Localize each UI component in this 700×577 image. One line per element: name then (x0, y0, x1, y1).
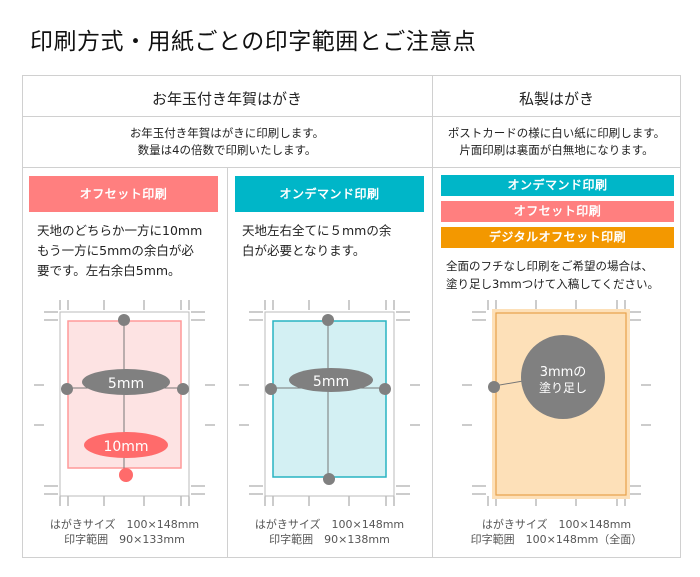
shisei-edge-marker (488, 381, 500, 393)
ondemand-margin-label: 5mm (313, 374, 349, 390)
ondemand-spec: はがきサイズ 100×148mm 印字範囲 90×138mm (227, 517, 432, 547)
shisei-spec: はがきサイズ 100×148mm 印字範囲 100×148mm（全面） (432, 517, 681, 547)
shisei-spec-card-size: はがきサイズ 100×148mm (481, 518, 632, 531)
shisei-bleed-badge (521, 335, 605, 419)
offset-left-marker (61, 383, 73, 395)
offset-top-marker (118, 314, 130, 326)
page-title: 印刷方式・用紙ごとの印字範囲とご注意点 (30, 29, 477, 55)
nenga-note: お年玉付き年賀はがきに印刷します。 数量は4の倍数で印刷いたします。 (22, 125, 432, 159)
ondemand-spec-card-size: はがきサイズ 100×148mm (254, 518, 405, 531)
shisei-badge-ondemand-label: オンデマンド印刷 (507, 178, 608, 192)
ondemand-description-line-2: 白が必要となります。 (242, 243, 366, 258)
offset-margin-badge-5mm (82, 369, 170, 395)
shisei-spec-print-range: 印字範囲 100×148mm（全面） (470, 533, 643, 546)
offset-margin-label-10mm: 10mm (103, 439, 148, 455)
shisei-note-line-2: 片面印刷は裏面が白無地になります。 (459, 143, 654, 157)
column-divider (432, 75, 433, 558)
table-frame (22, 75, 681, 558)
panel-divider (227, 167, 228, 558)
shisei-description: 全面のフチなし印刷をご希望の場合は、 塗り足し3mmつけて入稿してください。 (446, 257, 678, 293)
offset-description-line-2: もう一方に5mmの余白が必 (37, 243, 194, 258)
offset-margin-label-5mm: 5mm (108, 376, 144, 392)
offset-spec: はがきサイズ 100×148mm 印字範囲 90×133mm (22, 517, 227, 547)
ondemand-right-marker (379, 383, 391, 395)
offset-spec-card-size: はがきサイズ 100×148mm (49, 518, 200, 531)
column-header-shisei: 私製はがき (518, 90, 594, 108)
ondemand-spec-print-range: 印字範囲 90×138mm (269, 533, 390, 546)
offset-crop-marks (34, 300, 215, 506)
offset-description-line-1: 天地のどちらか一方に10mm (37, 223, 203, 238)
ondemand-left-marker (265, 383, 277, 395)
column-header-nenga: お年玉付き年賀はがき (151, 90, 302, 108)
ondemand-margin-badge (289, 368, 373, 392)
shisei-note: ポストカードの様に白い紙に印刷します。 片面印刷は裏面が白無地になります。 (432, 125, 681, 159)
shisei-bleed-label-line-1: 3mmの (540, 365, 587, 380)
offset-description-line-3: 要です。左右余白5mm。 (37, 263, 181, 278)
shisei-diagram: 3mmの 塗り足し (462, 300, 651, 506)
offset-badge: オフセット印刷 (29, 176, 218, 212)
shisei-badge-digital-offset: デジタルオフセット印刷 (441, 227, 674, 248)
offset-spec-print-range: 印字範囲 90×133mm (64, 533, 185, 546)
offset-right-marker (177, 383, 189, 395)
nenga-note-line-2: 数量は4の倍数で印刷いたします。 (137, 143, 317, 157)
shisei-note-line-1: ポストカードの様に白い紙に印刷します。 (447, 126, 666, 140)
ondemand-bottom-marker (323, 473, 335, 485)
shisei-badge-digital-offset-label: デジタルオフセット印刷 (488, 230, 627, 244)
ondemand-diagram: 5mm (239, 300, 420, 506)
ondemand-top-marker (322, 314, 334, 326)
header-divider (22, 116, 681, 117)
offset-description: 天地のどちらか一方に10mm もう一方に5mmの余白が必 要です。左右余白5mm… (37, 221, 223, 281)
offset-diagram: 5mm 10mm (34, 300, 215, 506)
shisei-description-line-1: 全面のフチなし印刷をご希望の場合は、 (446, 259, 653, 273)
ondemand-description-line-1: 天地左右全てに５mmの余 (242, 223, 392, 238)
offset-bottom-marker (119, 468, 133, 482)
shisei-badge-offset-label: オフセット印刷 (513, 204, 602, 218)
shisei-badge-ondemand: オンデマンド印刷 (441, 175, 674, 196)
note-divider (22, 167, 681, 168)
ondemand-badge: オンデマンド印刷 (235, 176, 424, 212)
ondemand-print-area (272, 320, 387, 478)
ondemand-crop-marks (239, 300, 420, 506)
ondemand-badge-label: オンデマンド印刷 (279, 187, 380, 201)
shisei-badge-offset: オフセット印刷 (441, 201, 674, 222)
nenga-note-line-1: お年玉付き年賀はがきに印刷します。 (129, 126, 325, 140)
shisei-description-line-2: 塗り足し3mmつけて入稿してください。 (446, 277, 660, 291)
shisei-card-edge (495, 312, 627, 496)
shisei-bleed-label-line-2: 塗り足し (539, 380, 587, 395)
ondemand-description: 天地左右全てに５mmの余 白が必要となります。 (242, 221, 428, 261)
offset-margin-badge-10mm (84, 432, 168, 458)
offset-badge-label: オフセット印刷 (79, 187, 168, 201)
